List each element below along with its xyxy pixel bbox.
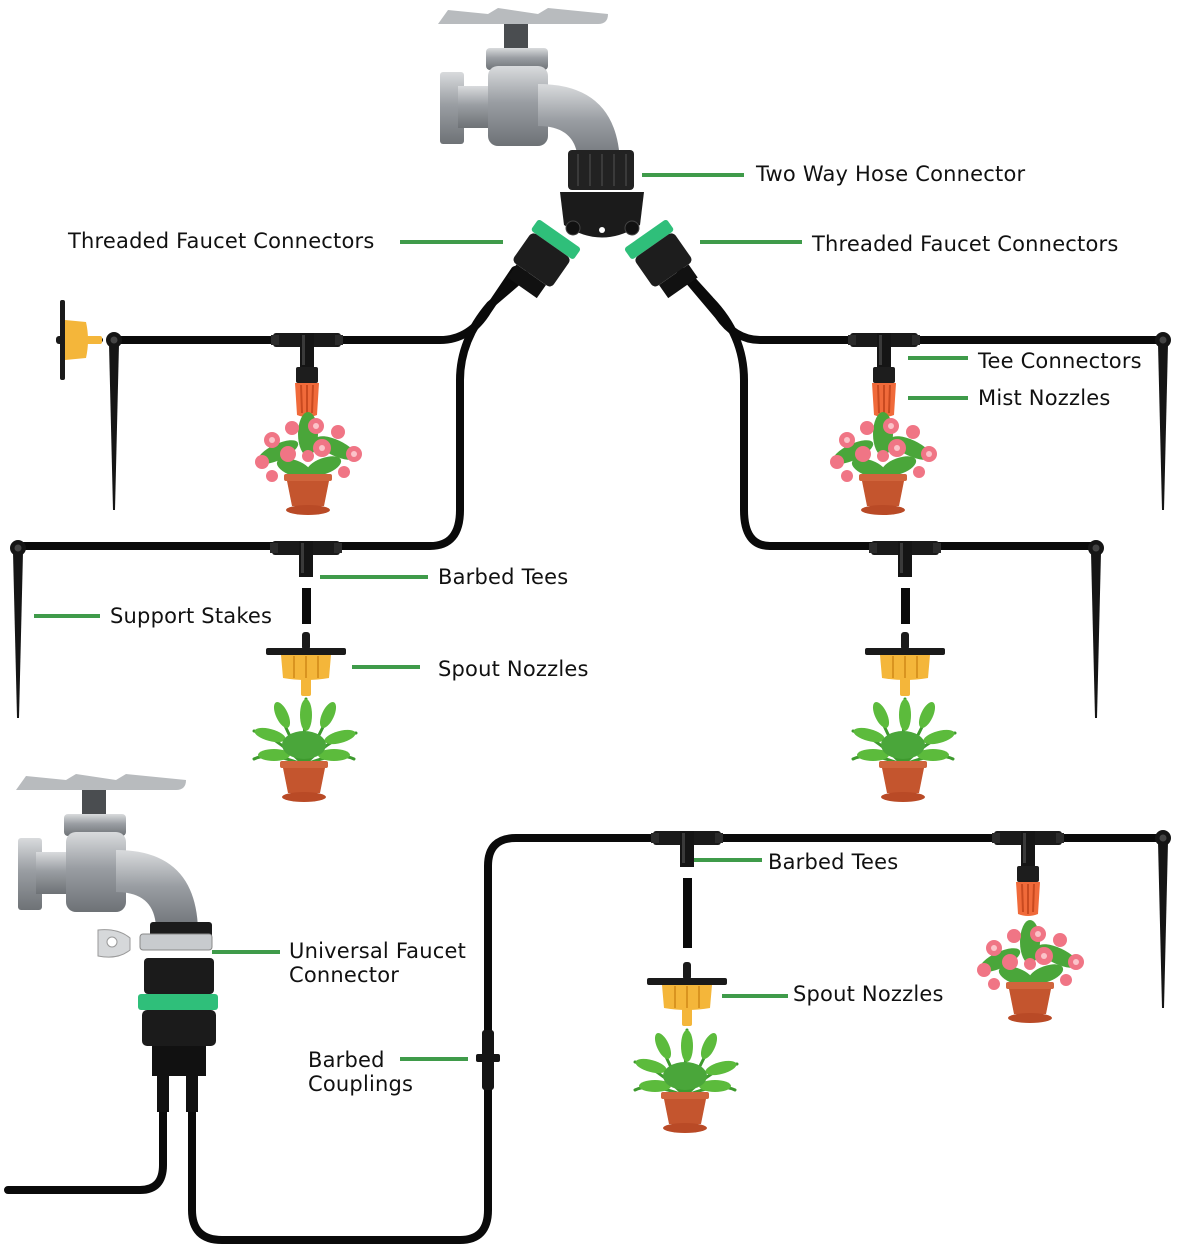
leader-line	[352, 665, 420, 669]
two-way-hose-connector	[560, 150, 644, 238]
label-barbed-couplings: Barbed Couplings	[308, 1048, 414, 1096]
label-threaded-faucet-connectors-left: Threaded Faucet Connectors	[68, 229, 375, 253]
tubing-top	[14, 266, 1169, 550]
potted-flower	[976, 920, 1084, 1023]
barbed-coupling	[476, 1030, 500, 1090]
spout-nozzle	[265, 631, 347, 697]
potted-flower	[254, 412, 362, 515]
label-two-way-hose-connector: Two Way Hose Connector	[756, 162, 1026, 186]
label-mist-nozzles: Mist Nozzles	[978, 386, 1111, 410]
barbed-tee	[270, 541, 342, 577]
leader-line	[212, 950, 280, 954]
leader-line	[694, 858, 762, 862]
label-spout-nozzles-upper: Spout Nozzles	[438, 657, 589, 681]
label-support-stakes: Support Stakes	[110, 604, 273, 628]
support-stake	[10, 540, 26, 718]
spout-nozzle	[864, 631, 946, 697]
faucet-bottom	[16, 774, 198, 930]
support-stake	[1088, 540, 1104, 718]
leader-line	[722, 994, 788, 998]
potted-fern	[251, 697, 359, 804]
leader-line	[400, 240, 503, 244]
leader-line	[908, 396, 968, 400]
mist-nozzle	[871, 366, 897, 418]
support-stake	[1155, 332, 1171, 510]
leader-line	[642, 173, 744, 177]
tee-connector	[271, 333, 343, 369]
potted-flower	[829, 412, 937, 515]
potted-fern	[850, 697, 958, 804]
potted-fern	[632, 1028, 740, 1135]
leader-line	[34, 614, 100, 618]
tee-connector	[992, 831, 1064, 867]
mist-nozzle	[1015, 865, 1041, 917]
tee-connector	[848, 333, 920, 369]
universal-faucet-connector	[97, 922, 218, 1112]
barbed-tee	[869, 541, 941, 577]
support-stake	[106, 332, 122, 510]
label-threaded-faucet-connectors-right: Threaded Faucet Connectors	[812, 232, 1119, 256]
leader-line	[908, 356, 968, 360]
threaded-faucet-connector-right	[624, 219, 698, 299]
label-spout-nozzles-lower: Spout Nozzles	[793, 982, 944, 1006]
faucet-top	[438, 8, 620, 164]
leader-line	[400, 1057, 468, 1061]
support-stake	[1155, 830, 1171, 1008]
spout-nozzle	[646, 961, 728, 1027]
leader-line	[320, 575, 428, 579]
leader-line	[700, 240, 802, 244]
label-barbed-tees-lower: Barbed Tees	[768, 850, 899, 874]
tubing-bottom	[4, 834, 1166, 1244]
label-universal-faucet-connector: Universal Faucet Connector	[289, 939, 467, 987]
threaded-faucet-connector-left	[507, 219, 581, 299]
label-tee-connectors: Tee Connectors	[978, 349, 1142, 373]
label-barbed-tees-upper: Barbed Tees	[438, 565, 569, 589]
end-spout-nozzle	[56, 300, 102, 380]
mist-nozzle	[294, 366, 320, 418]
